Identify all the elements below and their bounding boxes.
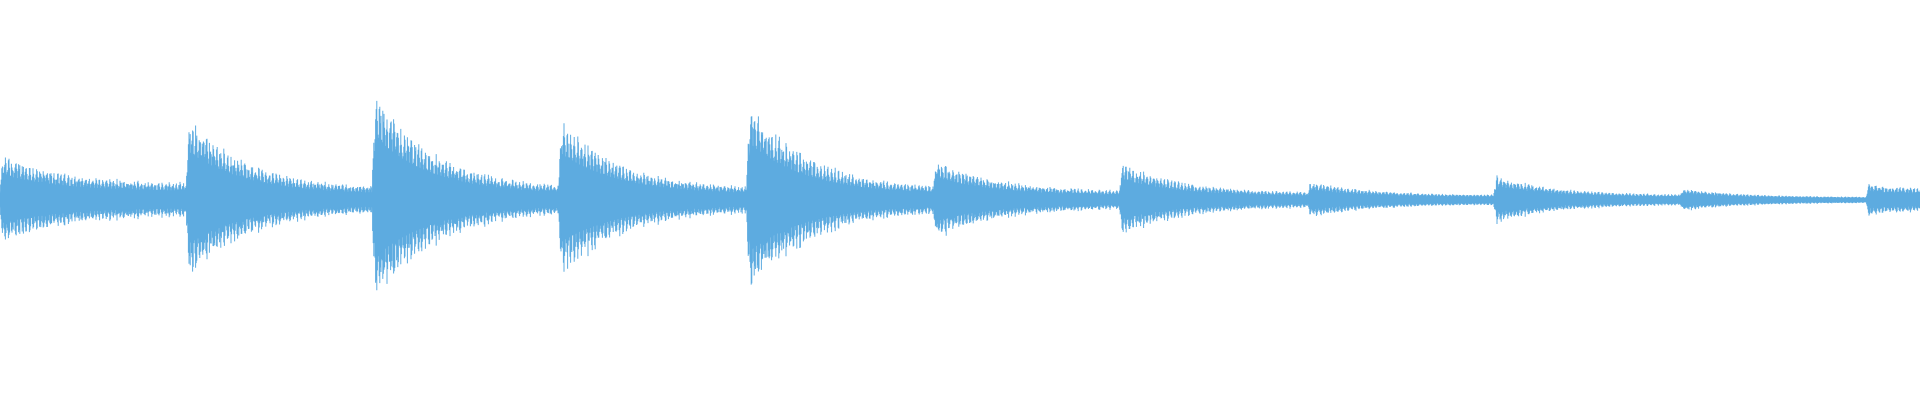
- waveform-envelope: [0, 137, 1920, 257]
- waveform-samples: [0, 100, 1920, 291]
